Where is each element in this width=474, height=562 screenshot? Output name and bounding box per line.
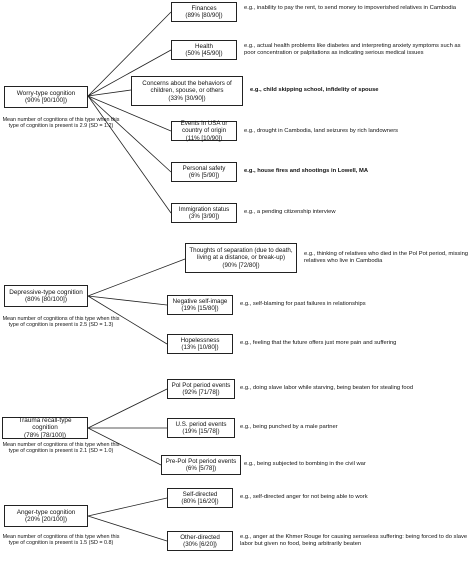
worry-safety-example: e.g., house fires and shootings in Lowel… (244, 168, 368, 174)
depressive-selfimage-box: Negative self-image (19% [15/80]) (167, 295, 233, 315)
depressive-type-box: Depressive-type cognition (80% [80/100]) (4, 285, 88, 307)
anger-type-box: Anger-type cognition (20% [20/100]) (4, 505, 88, 527)
worry-note: Mean number of cognitions of this type w… (2, 117, 120, 130)
worry-health-box: Health (50% [45/90]) (171, 40, 237, 60)
worry-finances-example: e.g., inability to pay the rent, to send… (244, 5, 457, 11)
worry-concerns-box: Concerns about the behaviors of children… (131, 76, 243, 106)
worry-concerns-example: e.g., child skipping school, infidelity … (250, 87, 379, 93)
worry-stat: (90% [90/100]) (25, 97, 67, 104)
worry-type-box: Worry-type cognition (90% [90/100]) (4, 86, 88, 108)
worry-title: Worry-type cognition (16, 89, 76, 97)
anger-self-example: e.g., self-directed anger for not being … (240, 494, 368, 500)
trauma-prepolpot-example: e.g., being subjected to bombing in the … (244, 461, 366, 467)
worry-immigration-box: Immigration status (3% [3/90]) (171, 203, 237, 223)
anger-note: Mean number of cognitions of this type w… (2, 534, 120, 547)
trauma-prepolpot-box: Pre-Pol Pot period events (6% [5/78]) (161, 455, 241, 475)
depressive-hopelessness-box: Hopelessness (13% [10/80]) (167, 334, 233, 354)
worry-events-example: e.g., drought in Cambodia, land seizures… (244, 128, 399, 134)
worry-immigration-example: e.g., a pending citizenship interview (244, 209, 336, 215)
depressive-separation-box: Thoughts of separation (due to death, li… (185, 243, 297, 273)
worry-finances-box: Finances (89% [80/90]) (171, 2, 237, 22)
anger-other-box: Other-directed (30% [6/20]) (167, 531, 233, 551)
trauma-type-box: Trauma recall-type cognition (78% [78/10… (2, 417, 88, 439)
worry-safety-box: Personal safety (6% [5/90]) (171, 162, 237, 182)
trauma-us-box: U.S. period events (19% [15/78]) (167, 418, 235, 438)
depressive-note: Mean number of cognitions of this type w… (2, 316, 120, 329)
anger-other-example: e.g., anger at the Khmer Rouge for causi… (240, 534, 468, 547)
trauma-polpot-box: Pol Pot period events (92% [71/78]) (167, 379, 235, 399)
anger-self-box: Self-directed (80% [16/20]) (167, 488, 233, 508)
worry-health-example: e.g., actual health problems like diabet… (244, 43, 461, 56)
depressive-separation-example: e.g., thinking of relatives who died in … (304, 251, 469, 264)
trauma-note: Mean number of cognitions of this type w… (2, 442, 120, 455)
depressive-selfimage-example: e.g., self-blaming for past failures in … (240, 301, 366, 307)
depressive-hopelessness-example: e.g., feeling that the future offers jus… (240, 340, 397, 346)
trauma-us-example: e.g., being punched by a male partner (240, 424, 338, 430)
trauma-polpot-example: e.g., doing slave labor while starving, … (240, 385, 414, 391)
worry-events-box: Events in USA or country of origin (11% … (171, 120, 237, 142)
